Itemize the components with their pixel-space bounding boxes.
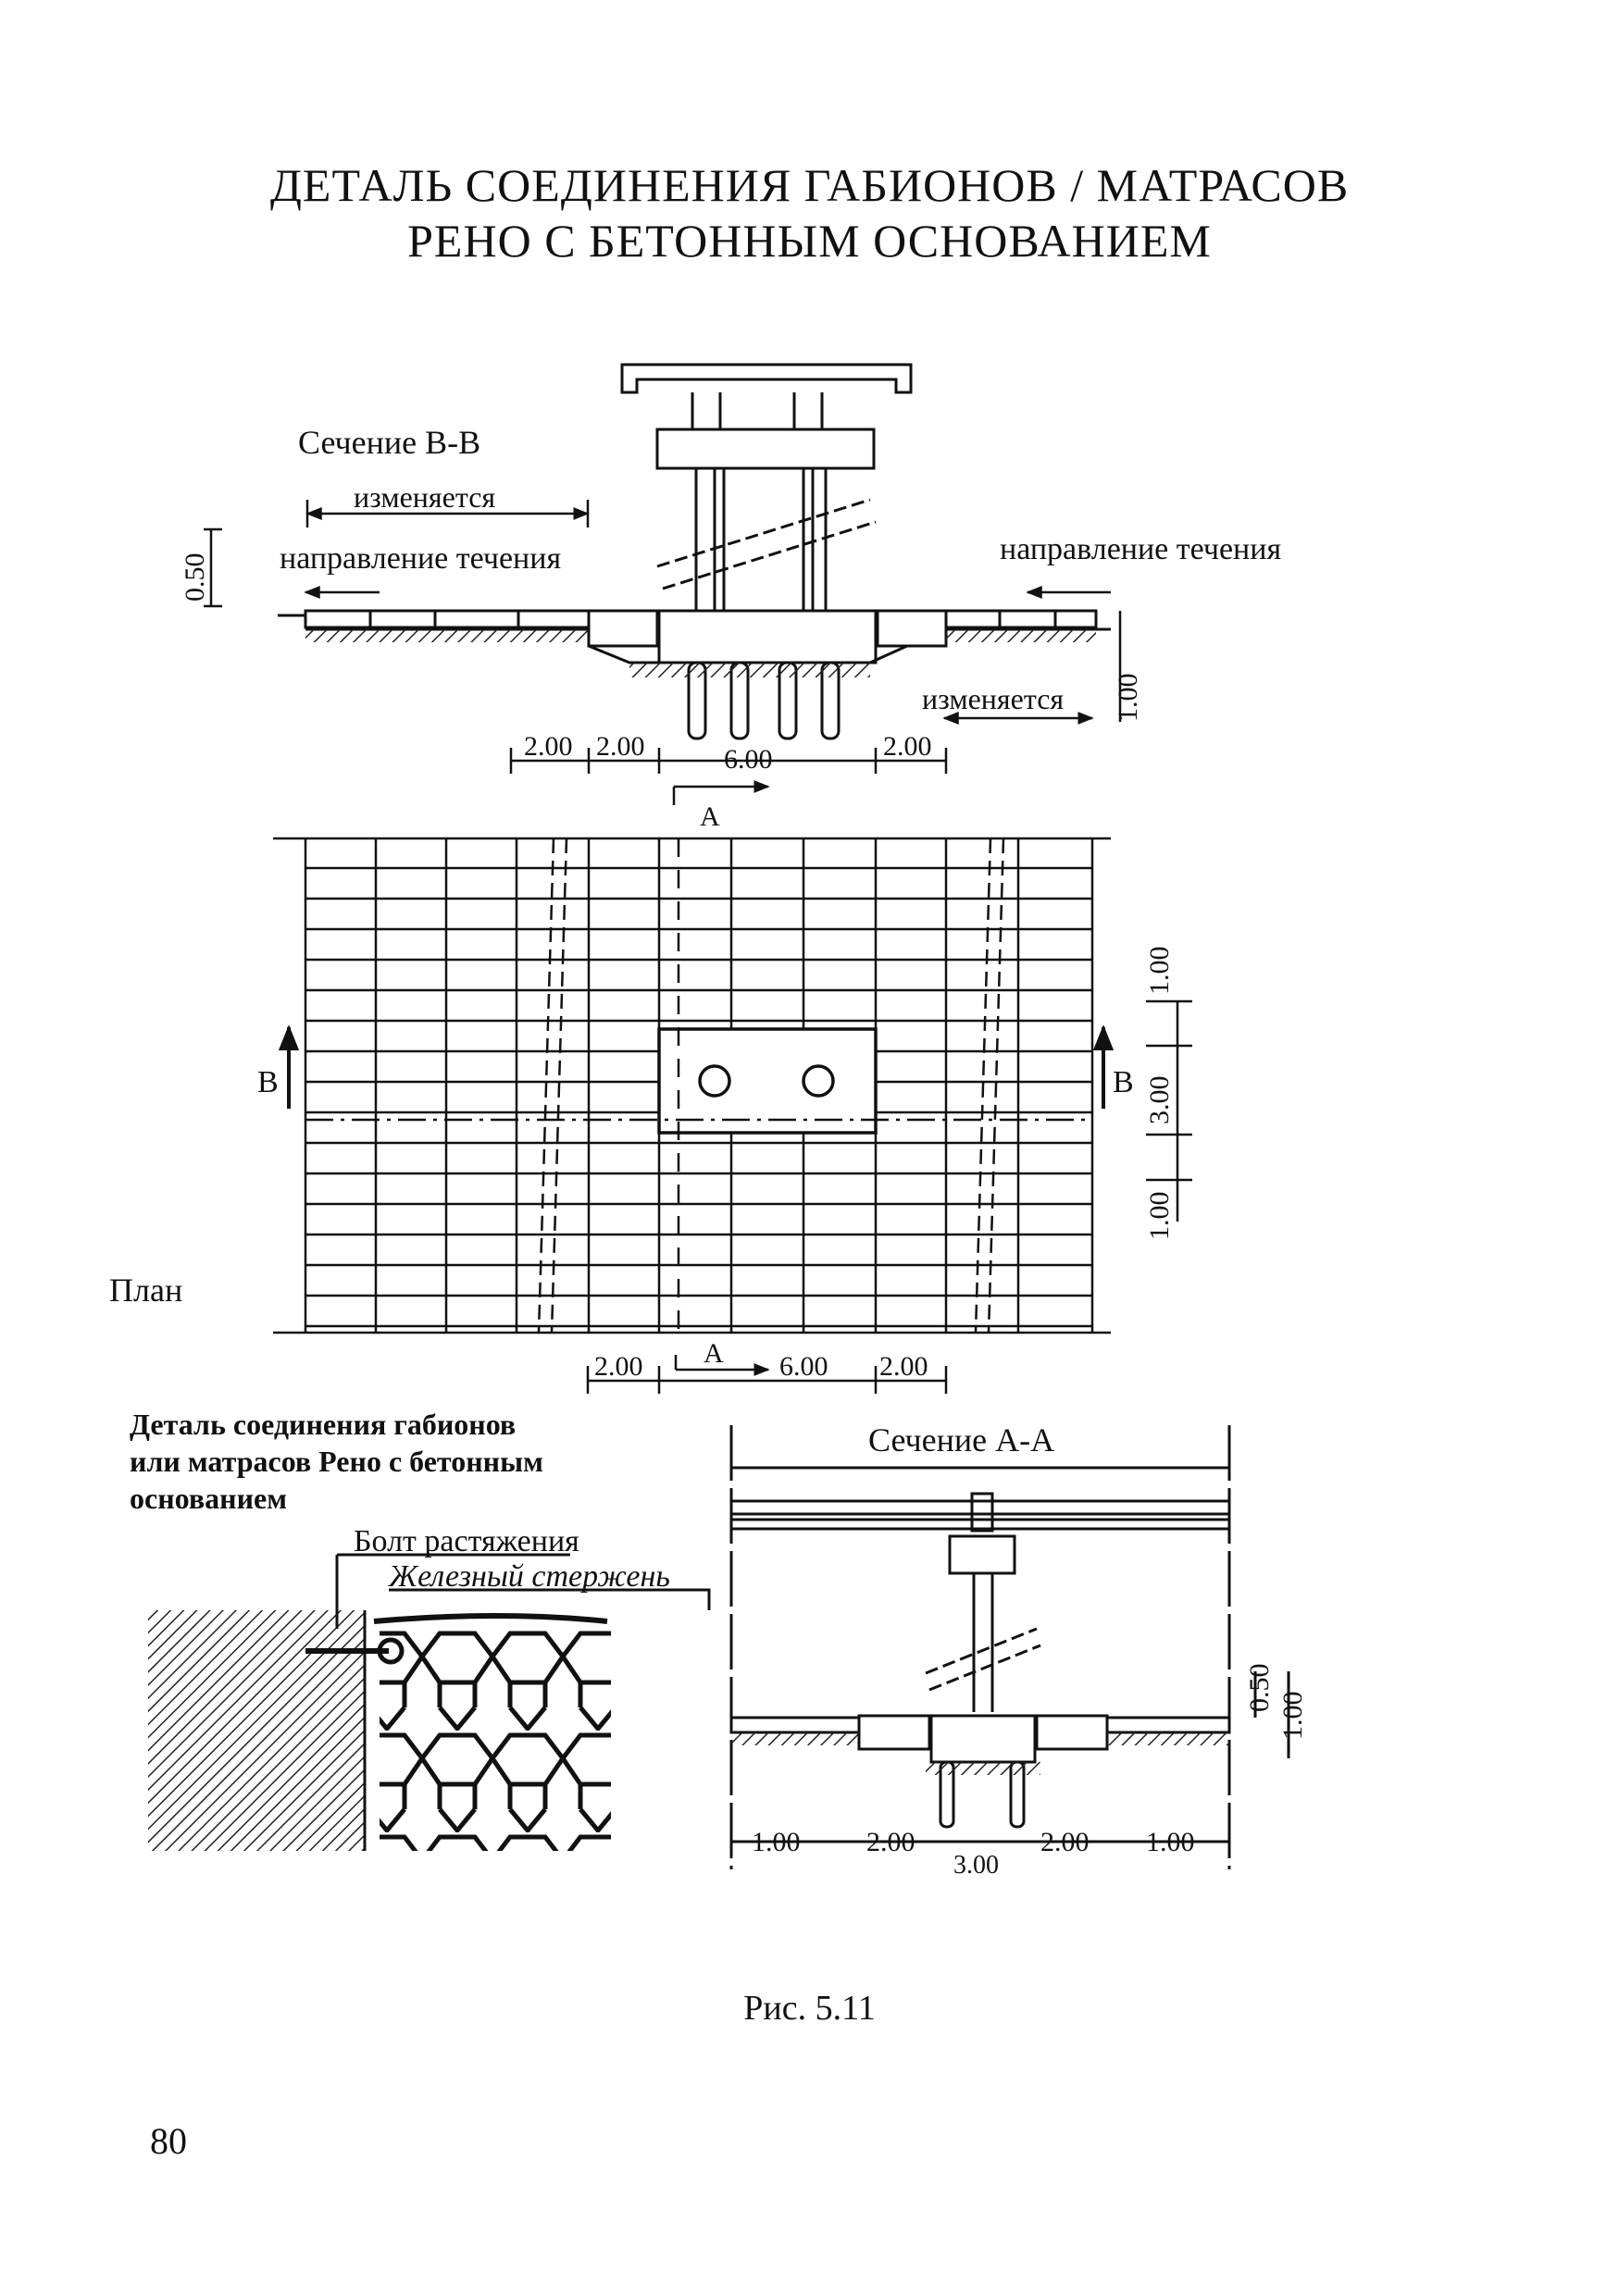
- gabion-mesh: [380, 1629, 611, 1851]
- bb-cut-mark: А: [700, 801, 720, 832]
- detail-drawing: [148, 1553, 711, 1851]
- aa-dim-1: 1.00: [752, 1827, 801, 1857]
- deck-slab: [620, 363, 913, 394]
- bolt-label: Болт растяжения: [354, 1524, 579, 1558]
- section-aa-label: Сечение А-А: [868, 1421, 1054, 1458]
- page-title: ДЕТАЛЬ СОЕДИНЕНИЯ ГАБИОНОВ / МАТРАСОВ РЕ…: [0, 157, 1619, 268]
- plan-cut-right: В: [1113, 1065, 1134, 1099]
- detail-caption-line-3: основанием: [130, 1482, 287, 1515]
- aa-dim-5: 1.00: [1146, 1827, 1195, 1857]
- title-line-1: ДЕТАЛЬ СОЕДИНЕНИЯ ГАБИОНОВ / МАТРАСОВ: [269, 159, 1350, 211]
- flow-right-label: направление течения: [1000, 532, 1281, 566]
- aa-dim-3: 3.00: [953, 1851, 999, 1880]
- plan-view: [273, 837, 1192, 1394]
- plan-dim-right-2: 3.00: [1144, 1076, 1175, 1125]
- figure-caption: Рис. 5.11: [743, 1989, 876, 2028]
- plan-dim-bottom-3: 2.00: [879, 1351, 928, 1382]
- section-aa: [729, 1425, 1290, 1869]
- aa-dim-height-1: 0.50: [1244, 1664, 1275, 1713]
- concrete-wall: [148, 1610, 365, 1851]
- plan-cut-left: В: [257, 1065, 279, 1099]
- aa-dim-height-2: 1.00: [1277, 1692, 1308, 1741]
- varies-left-label: изменяется: [354, 480, 495, 514]
- title-line-2: РЕНО С БЕТОННЫМ ОСНОВАНИЕМ: [407, 215, 1212, 267]
- bb-dim-2: 2.00: [596, 731, 645, 762]
- aa-foundation: [929, 1714, 1037, 1764]
- pier-cap: [655, 428, 876, 470]
- gabion-left: [587, 609, 659, 648]
- plan-label: План: [109, 1272, 182, 1309]
- aa-dim-4: 2.00: [1040, 1827, 1090, 1857]
- plan-dim-right-3: 1.00: [1144, 1192, 1175, 1241]
- rod-label: Железный стержень: [388, 1559, 670, 1594]
- detail-caption-line-1: Деталь соединения габионов: [130, 1408, 516, 1441]
- plan-cut-bottom: А: [704, 1338, 724, 1369]
- page-number: 80: [150, 2120, 187, 2162]
- detail-caption-line-2: или матрасов Рено с бетонным: [130, 1445, 543, 1478]
- bb-dim-4: 2.00: [883, 731, 932, 762]
- varies-right-label: изменяется: [922, 682, 1064, 715]
- flow-left-label: направление течения: [280, 541, 561, 576]
- aa-dim-2: 2.00: [866, 1827, 915, 1857]
- plan-foundation: [657, 1027, 878, 1135]
- mattress-left: [304, 609, 591, 629]
- plan-dim-right-1: 1.00: [1144, 947, 1175, 996]
- dim-height-left: 0.50: [180, 553, 210, 602]
- plan-dim-bottom-2: 6.00: [779, 1351, 828, 1382]
- section-bb-label: Сечение В-В: [298, 424, 480, 461]
- plan-column-left: [698, 1064, 731, 1098]
- plan-dim-bottom-1: 2.00: [594, 1351, 643, 1382]
- gabion-right: [876, 609, 948, 648]
- pier-columns: [691, 392, 828, 611]
- concrete-foundation: [657, 609, 878, 664]
- bb-dim-1: 2.00: [524, 731, 573, 762]
- mattress-right: [944, 609, 1098, 629]
- plan-column-right: [802, 1064, 835, 1098]
- dim-height-right: 1.00: [1113, 674, 1143, 723]
- bb-dim-3: 6.00: [724, 744, 773, 775]
